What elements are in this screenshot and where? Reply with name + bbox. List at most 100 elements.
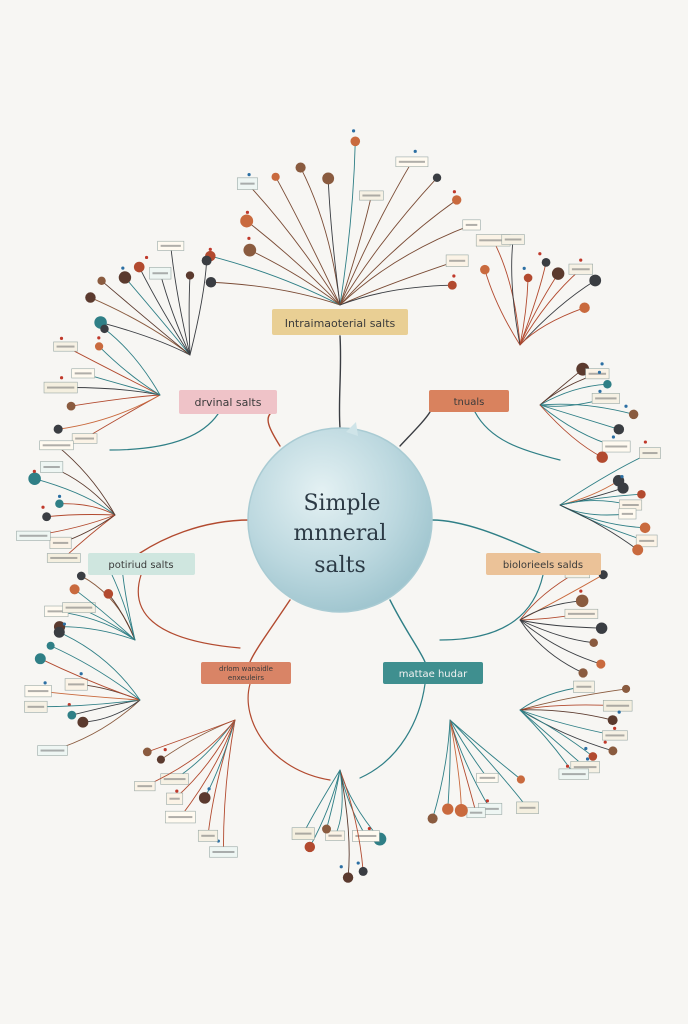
leaf-tag-scribble (639, 539, 655, 542)
leaf-line (449, 719, 477, 814)
leaf-group (519, 559, 608, 678)
leaf-dot-icon (597, 370, 602, 374)
leaf-line (210, 281, 341, 306)
leaf-dot-icon (367, 826, 371, 831)
leaf-line (121, 565, 136, 641)
leaf-line (519, 619, 595, 644)
leaf-node-icon (103, 589, 114, 599)
leaf-node-icon (67, 710, 77, 720)
leaf-node-icon (185, 271, 195, 280)
leaf-node-icon (613, 424, 625, 435)
leaf-tag-scribble (168, 816, 193, 819)
leaf-line (34, 478, 116, 516)
leaf-tag-scribble (449, 259, 466, 262)
leaf-line (223, 719, 236, 853)
leaf-dot-icon (620, 474, 624, 479)
leaf-line (52, 699, 141, 751)
leaf-tag-scribble (27, 705, 45, 708)
leaf-tag-scribble (605, 445, 628, 448)
main-connector (399, 411, 431, 447)
leaf-line (108, 568, 136, 641)
leaf-tag-scribble (19, 534, 48, 537)
leaf-line (71, 699, 141, 716)
leaf-node-icon (295, 162, 306, 173)
leaf-dot-icon (121, 266, 125, 270)
main-connector (359, 683, 426, 779)
leaf-node-icon (628, 409, 639, 420)
leaf-dot-icon (584, 746, 588, 751)
leaf-group (539, 362, 639, 463)
leaf-tag-scribble (137, 785, 153, 788)
leaf-dot-icon (643, 440, 647, 444)
central-bubble (247, 427, 433, 613)
leaf-dot-icon (32, 469, 36, 474)
leaf-line (339, 199, 458, 306)
leaf-node-icon (541, 258, 551, 267)
branch-upper-right[interactable]: tnuals (429, 390, 509, 412)
leaf-tag-scribble (328, 834, 342, 837)
leaf-dot-icon (579, 258, 583, 262)
leaf-line (179, 719, 236, 818)
branch-upper-left[interactable]: drvinal salts (179, 390, 277, 414)
branch-lower-right[interactable]: mattae hudar (383, 662, 483, 684)
leaf-line (492, 239, 521, 346)
leaf-node-icon (42, 512, 52, 522)
leaf-tag-scribble (504, 238, 522, 241)
leaf-line (519, 709, 594, 757)
central-node: Simple mnneral salts (247, 422, 433, 613)
branch-left-box (88, 553, 195, 575)
leaf-line (339, 224, 472, 306)
leaf-line (539, 404, 620, 430)
leaf-node-icon (322, 172, 335, 185)
leaf-tag-scribble (465, 223, 478, 226)
leaf-line (447, 719, 451, 810)
leaf-group (519, 680, 633, 780)
leaf-dot-icon (59, 336, 64, 340)
leaf-group (43, 324, 161, 444)
leaf-line (339, 769, 364, 872)
leaf-node-icon (201, 255, 212, 266)
leaf-line (449, 719, 488, 779)
leaf-node-icon (342, 872, 354, 883)
leaf-line (339, 284, 453, 306)
leaf-node-icon (523, 273, 533, 283)
leaf-line (559, 504, 639, 551)
branch-left-label: potiriud salts (108, 560, 173, 571)
leaf-dot-icon (339, 865, 343, 869)
leaf-node-icon (608, 746, 618, 756)
leaf-line (339, 177, 438, 306)
leaf-line (58, 503, 116, 516)
leaf-dot-icon (485, 799, 490, 803)
leaf-node-icon (156, 755, 165, 764)
leaf-line (449, 719, 522, 780)
leaf-node-icon (442, 803, 454, 815)
leaf-tag-scribble (169, 797, 180, 800)
leaf-node-icon (427, 813, 438, 824)
leaf-group (559, 440, 661, 556)
leaf-tag-scribble (27, 690, 49, 693)
leaf-node-icon (198, 792, 211, 804)
leaf-line (449, 719, 491, 810)
leaf-line (519, 619, 584, 674)
leaf-line (204, 719, 236, 799)
leaf-node-icon (551, 267, 565, 280)
leaf-line (519, 688, 627, 711)
branch-left[interactable]: potiriud salts (88, 553, 195, 575)
leaf-tag-scribble (56, 345, 75, 348)
leaf-dot-icon (175, 789, 179, 793)
leaf-node-icon (97, 276, 106, 286)
leaf-line (35, 699, 141, 708)
leaf-line (101, 280, 191, 356)
leaf-tag-scribble (588, 372, 607, 375)
leaf-tag-scribble (469, 811, 483, 814)
leaf-line (90, 297, 191, 356)
leaf-dot-icon (207, 787, 211, 791)
branch-right[interactable]: biolorieels salds (486, 553, 601, 575)
branch-top[interactable]: Intraimaoterial salts (272, 309, 408, 335)
leaf-dot-icon (413, 149, 417, 153)
leaf-line (124, 277, 191, 356)
leaf-tag-scribble (595, 397, 617, 400)
leaf-dot-icon (41, 505, 45, 509)
leaf-dot-icon (611, 435, 616, 439)
